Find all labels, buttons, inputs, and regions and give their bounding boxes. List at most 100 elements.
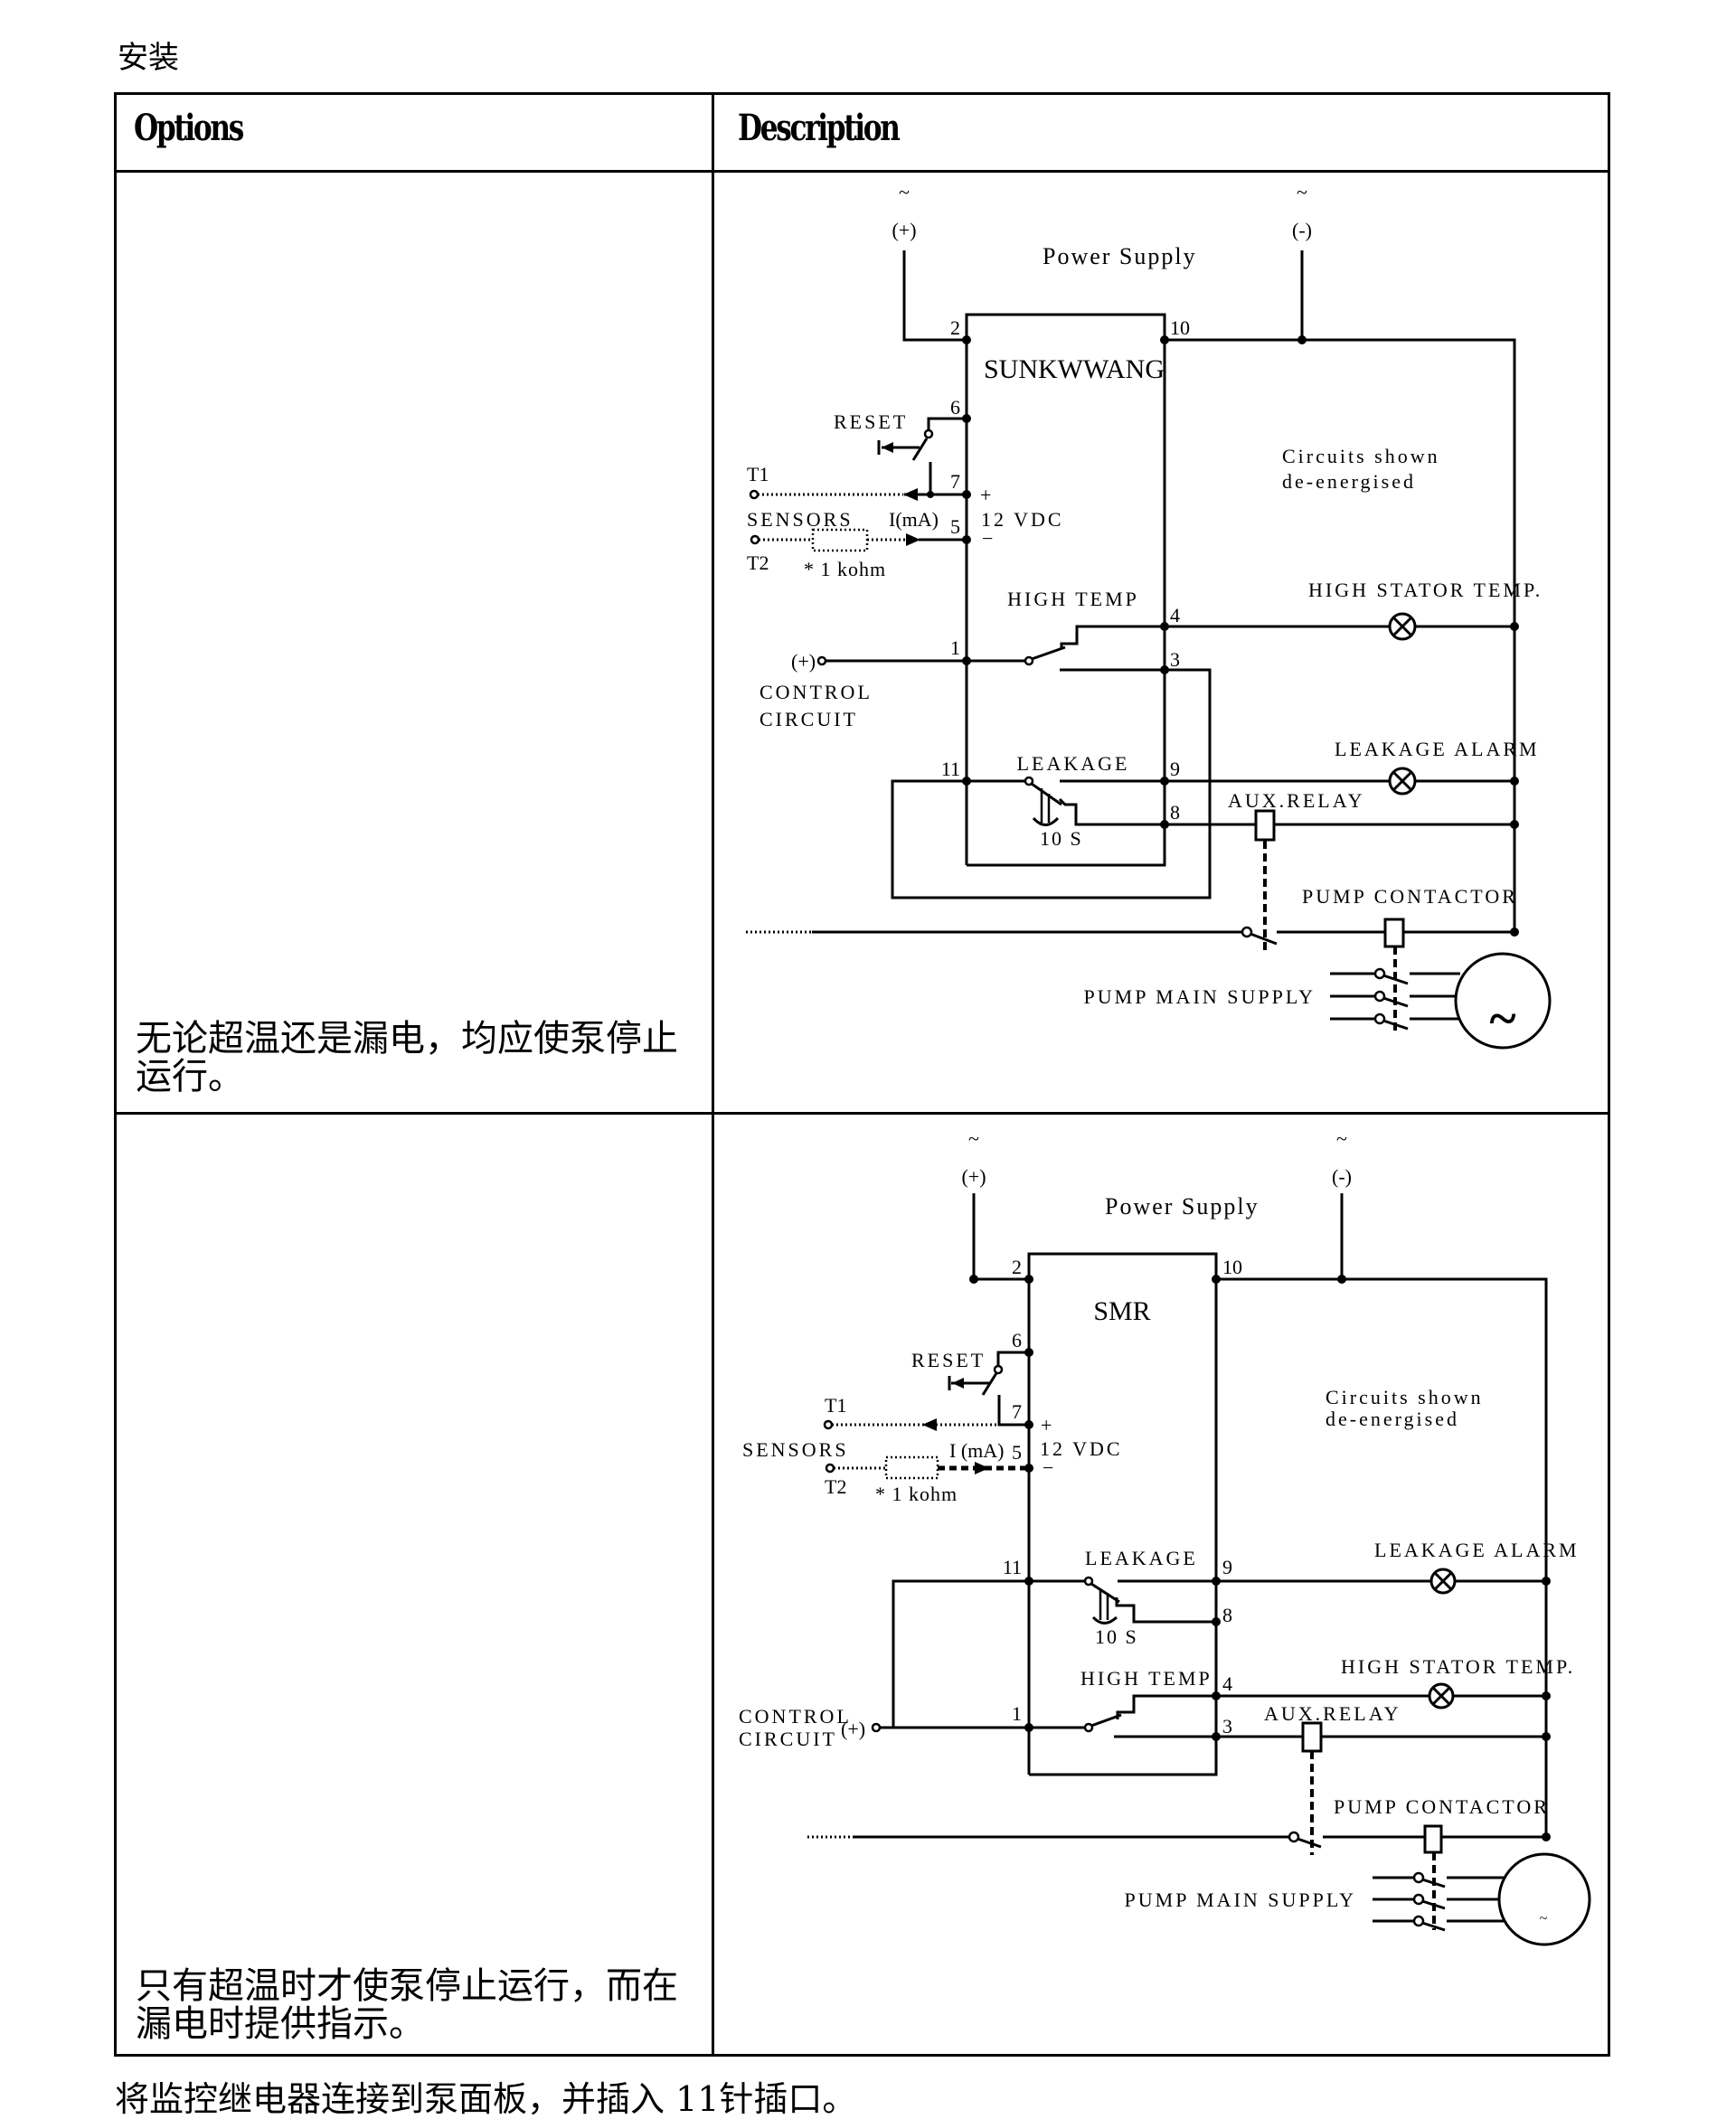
page-title: 安装 xyxy=(118,40,179,76)
supply-plus-label: (+) xyxy=(892,219,916,241)
terminal-8-label: 8 xyxy=(1170,801,1180,824)
option-row-1-line-1: 无论超温还是漏电，均应使泵停止 xyxy=(136,1018,678,1060)
circuits-note-line-1: Circuits shown xyxy=(1282,445,1440,467)
terminal-10-node xyxy=(1160,335,1169,344)
option-row-2-line-2: 漏电时提供指示。 xyxy=(136,2003,425,2045)
terminal-4-label: 4 xyxy=(1170,604,1180,626)
aux-contact-blade xyxy=(1250,932,1278,946)
junction-node xyxy=(1510,622,1519,631)
control-loop-wire xyxy=(892,1579,1085,1728)
aux-relay-coil xyxy=(1254,809,1276,842)
option-row-2-text: 只有超温时才使泵停止运行，而在 漏电时提供指示。 xyxy=(136,1967,705,2043)
column-divider xyxy=(712,92,714,2057)
leakage-alarm-label: LEAKAGE ALARM xyxy=(1374,1539,1580,1561)
terminal-7-label: 7 xyxy=(1012,1400,1022,1423)
t2-label: T2 xyxy=(825,1475,846,1498)
supply-minus-bus xyxy=(1165,338,1516,931)
terminal-3-label: 3 xyxy=(1170,648,1180,671)
option-row-2-line-1: 只有超温时才使泵停止运行，而在 xyxy=(136,1965,678,2007)
control-label-line-2: CIRCUIT xyxy=(760,708,858,730)
control-label-line-2: CIRCUIT xyxy=(739,1728,837,1750)
terminal-3-label: 3 xyxy=(1222,1715,1232,1738)
high-stator-temp-label: HIGH STATOR TEMP. xyxy=(1341,1655,1575,1678)
terminal-5-label: 5 xyxy=(950,515,960,538)
pump-main-supply-label: PUMP MAIN SUPPLY xyxy=(1125,1888,1356,1911)
terminal-7-label: 7 xyxy=(950,470,960,493)
vdc-plus: + xyxy=(980,484,991,506)
pump-contactor-label: PUMP CONTACTOR xyxy=(1334,1795,1550,1818)
options-table xyxy=(114,92,1610,2057)
reset-arrow-icon xyxy=(952,1378,964,1389)
control-label-line-1: CONTROL xyxy=(739,1705,852,1728)
vdc-plus: + xyxy=(1041,1414,1052,1436)
vdc-label: 12 VDC xyxy=(981,508,1064,531)
terminal-7-node xyxy=(1024,1420,1033,1429)
terminal-9-label: 9 xyxy=(1222,1556,1232,1578)
reset-wire xyxy=(996,1351,1029,1366)
supply-plus-wire xyxy=(902,250,967,342)
terminal-6-label: 6 xyxy=(1012,1329,1022,1351)
vdc-minus: − xyxy=(982,527,993,550)
junction-node xyxy=(1542,1577,1551,1586)
terminal-11-label: 11 xyxy=(1003,1556,1022,1578)
header-description: Description xyxy=(738,107,901,149)
leakage-label: LEAKAGE xyxy=(1017,752,1130,775)
pump-contactor-coil xyxy=(1383,918,1405,948)
aux-relay-label: AUX.RELAY xyxy=(1264,1702,1401,1725)
delay-label: 10 S xyxy=(1040,827,1083,850)
aux-relay-coil xyxy=(1301,1721,1323,1753)
t1-label: T1 xyxy=(825,1394,846,1417)
terminal-10-label: 10 xyxy=(1222,1256,1242,1278)
wiring-diagram-2: ~ (+) ~ (-) Power Supply SMR Circuits sh… xyxy=(739,1127,1591,1946)
supply-plus-label: (+) xyxy=(961,1165,986,1188)
reset-contact xyxy=(993,1364,1004,1375)
pump-motor-icon xyxy=(1454,952,1552,1050)
control-terminal xyxy=(871,1722,882,1733)
t1-label: T1 xyxy=(747,463,769,485)
aux-contact-blade xyxy=(1297,1837,1322,1849)
leakage-nc-contact xyxy=(1058,797,1165,826)
motor-ac-symbol: ~ xyxy=(1489,991,1515,1047)
reset-contact xyxy=(923,429,934,439)
t1-terminal xyxy=(823,1419,834,1430)
sensors-label: SENSORS xyxy=(742,1438,849,1461)
junction-node xyxy=(1337,1275,1346,1284)
high-stator-lamp-icon xyxy=(1388,612,1417,641)
control-terminal xyxy=(816,655,827,666)
footer-note: 将监控继电器连接到泵面板，并插入 11针插口。 xyxy=(115,2079,857,2119)
current-label: I (mA) xyxy=(949,1439,1004,1462)
leakage-alarm-lamp-icon xyxy=(1429,1568,1457,1595)
header-options: Options xyxy=(134,107,244,149)
control-label-line-1: CONTROL xyxy=(760,681,873,703)
row-divider xyxy=(114,1112,1610,1115)
junction-node xyxy=(1542,1691,1551,1700)
current-label: I(mA) xyxy=(889,508,939,531)
junction-node xyxy=(1297,335,1307,344)
terminal-10-label: 10 xyxy=(1170,316,1190,339)
header-divider xyxy=(114,170,1610,173)
aux-relay-label: AUX.RELAY xyxy=(1228,789,1364,812)
leakage-alarm-label: LEAKAGE ALARM xyxy=(1335,738,1540,760)
terminal-2-label: 2 xyxy=(1012,1256,1022,1278)
pump-main-supply-label: PUMP MAIN SUPPLY xyxy=(1084,985,1316,1008)
terminal-8-label: 8 xyxy=(1222,1604,1232,1626)
junction-node xyxy=(1510,928,1519,937)
terminal-9-label: 9 xyxy=(1170,758,1180,780)
junction-node xyxy=(969,1275,978,1284)
power-supply-label: Power Supply xyxy=(1105,1193,1260,1220)
junction-node xyxy=(1542,1732,1551,1741)
leakage-nc-contact xyxy=(1115,1597,1216,1624)
pump-motor-icon xyxy=(1497,1852,1591,1946)
reset-lower-wire xyxy=(997,1395,1029,1427)
vdc-minus: − xyxy=(1043,1456,1053,1479)
terminal-11-label: 11 xyxy=(941,758,960,780)
supply-minus-label: (-) xyxy=(1332,1165,1352,1188)
pump-contactor-coil xyxy=(1423,1824,1443,1854)
pump-main-contacts xyxy=(1373,1871,1504,1932)
option-row-1-line-2: 运行。 xyxy=(136,1056,244,1097)
t2-terminal xyxy=(825,1463,835,1474)
control-plus-label: (+) xyxy=(841,1718,865,1740)
resistor-1kohm xyxy=(884,1455,939,1480)
resistor-label: * 1 kohm xyxy=(875,1483,958,1505)
junction-node xyxy=(1510,820,1519,829)
